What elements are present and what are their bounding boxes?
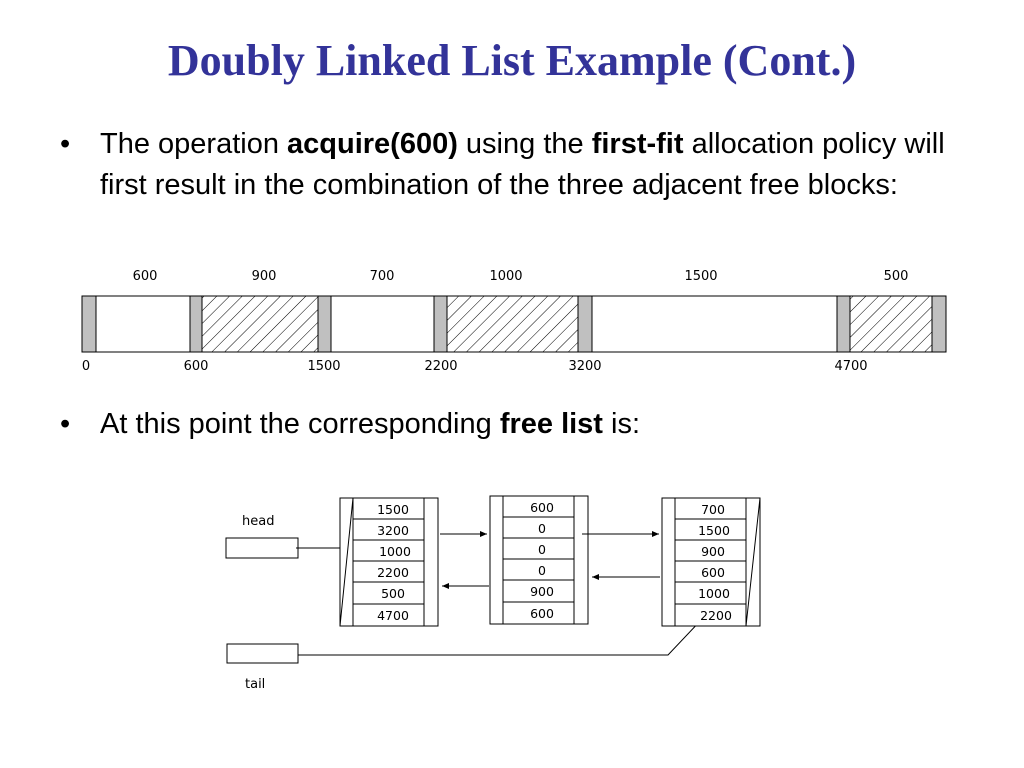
boundary-tag	[81, 295, 97, 353]
bullet-acquire-operation: • The operation acquire(600) using the f…	[60, 124, 960, 206]
bullet-text-middle: using the	[457, 128, 592, 160]
block-size-label: 500	[884, 269, 909, 284]
free-list-diagram: head tail 1500 3200 1000 2200 500 4700 6…	[225, 495, 761, 692]
node-cell: 900	[530, 584, 554, 599]
tail-arrow	[298, 617, 704, 656]
memory-layout-diagram: 600 900 700 1000 1500 500 0 600 1500 220…	[81, 269, 947, 374]
node-cell: 0	[538, 542, 546, 557]
block-size-label: 700	[370, 269, 395, 284]
node-cell: 3200	[377, 523, 409, 538]
slide-title: Doubly Linked List Example (Cont.)	[167, 36, 857, 85]
free-list-node: 600 0 0 0 900 600	[489, 495, 589, 625]
bullet-text-after: is:	[602, 408, 641, 440]
node-cell: 1500	[377, 502, 409, 517]
node-cell: 4700	[377, 608, 409, 623]
boundary-tag	[577, 295, 593, 353]
address-label: 4700	[834, 359, 867, 374]
node-cell: 1000	[698, 586, 730, 601]
head-label: head	[242, 514, 274, 529]
boundary-tag	[317, 295, 332, 353]
bullet-text: The operation acquire(600) using the fir…	[100, 124, 960, 206]
address-label: 2200	[424, 359, 457, 374]
boundary-tag	[189, 295, 203, 353]
node-cell: 600	[530, 500, 554, 515]
block-size-label: 900	[252, 269, 277, 284]
node-cell: 0	[538, 563, 546, 578]
bullet-text-before: At this point the corresponding	[100, 408, 500, 440]
address-label: 3200	[568, 359, 601, 374]
free-list-term: free list	[499, 408, 603, 440]
node-cell: 600	[701, 565, 725, 580]
block-size-label: 1000	[489, 269, 522, 284]
tail-pointer-box	[226, 643, 299, 664]
address-label: 600	[184, 359, 209, 374]
boundary-tag	[433, 295, 448, 353]
node-cell: 2200	[700, 608, 732, 623]
policy-name: first-fit	[591, 128, 684, 160]
node-cell: 700	[701, 502, 725, 517]
node-cell: 900	[701, 544, 725, 559]
block-size-label: 1500	[684, 269, 717, 284]
operation-name: acquire(600)	[287, 128, 458, 160]
bullet-text: At this point the corresponding free lis…	[100, 404, 960, 445]
bullet-text-after: allocation policy will first result in t…	[100, 128, 945, 201]
tail-label: tail	[245, 677, 265, 692]
node-cell: 0	[538, 521, 546, 536]
bullet-symbol: •	[60, 408, 71, 440]
allocated-block	[446, 295, 579, 353]
address-label: 0	[82, 359, 90, 374]
bullet-free-list: • At this point the corresponding free l…	[60, 404, 960, 445]
node-cell: 2200	[377, 565, 409, 580]
bullet-text-before: The operation	[100, 128, 288, 160]
boundary-tag	[931, 295, 947, 353]
node-cell: 1500	[698, 523, 730, 538]
free-list-node: 1500 3200 1000 2200 500 4700	[339, 497, 439, 627]
allocated-block	[849, 295, 933, 353]
head-pointer-box	[225, 537, 299, 559]
boundary-tag	[836, 295, 851, 353]
node-cell: 500	[381, 586, 405, 601]
node-cell: 1000	[379, 544, 411, 559]
node-cell: 600	[530, 606, 554, 621]
allocated-block	[201, 295, 319, 353]
block-size-label: 600	[133, 269, 158, 284]
address-label: 1500	[307, 359, 340, 374]
free-list-node: 700 1500 900 600 1000 2200	[661, 497, 761, 627]
bullet-symbol: •	[60, 128, 71, 160]
